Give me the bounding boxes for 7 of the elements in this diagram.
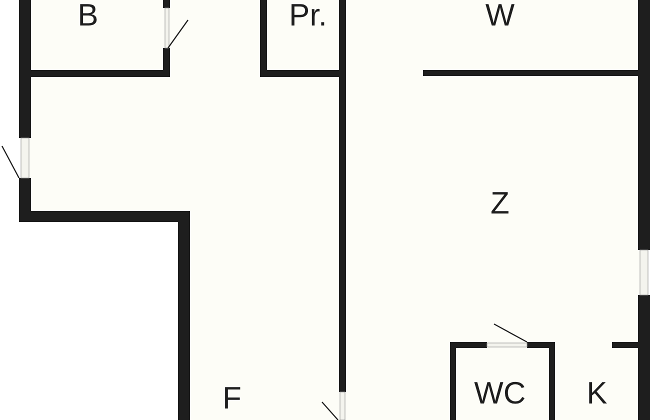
room-label: WC: [474, 378, 526, 408]
room-label: Z: [490, 188, 510, 218]
room-label: B: [78, 0, 98, 30]
room-label: Pr.: [289, 0, 327, 30]
room-label: F: [222, 382, 242, 414]
room-label: W: [485, 0, 515, 30]
room-label: K: [586, 378, 608, 408]
